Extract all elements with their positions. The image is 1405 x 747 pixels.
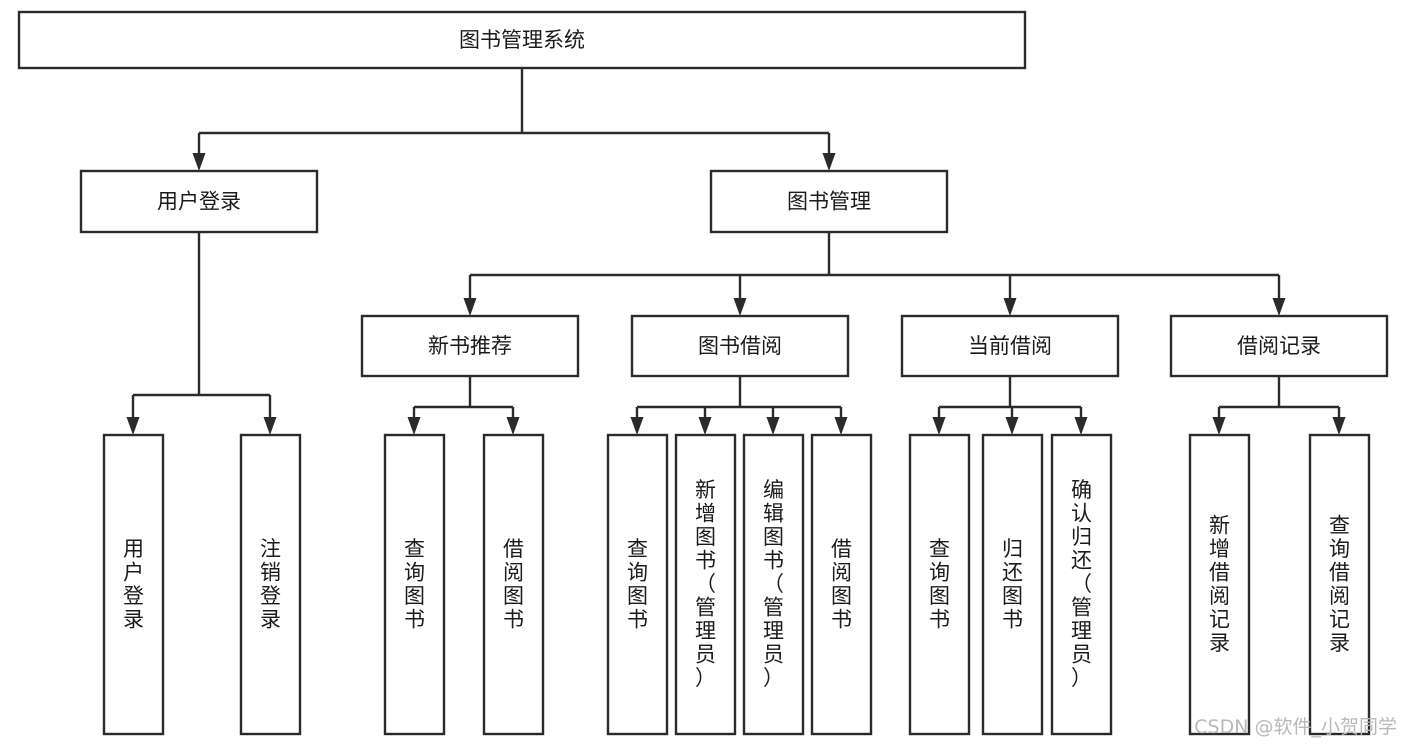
node-box[interactable] — [102, 433, 165, 736]
node-leaf-borrow-add-book[interactable]: 新增图书（管理员） — [674, 433, 737, 736]
node-leaf-current-query-book[interactable]: 查询图书 — [908, 433, 971, 736]
node-box[interactable] — [1188, 433, 1251, 736]
node-label: 借阅图书 — [831, 537, 852, 632]
node-box[interactable] — [630, 314, 850, 378]
node-box[interactable] — [981, 433, 1044, 736]
connector-group-borrow-to-leaves — [630, 376, 848, 435]
connector-group-current-to-leaves — [932, 376, 1088, 435]
node-label: 用户登录 — [157, 190, 241, 214]
node-leaf-current-return-book[interactable]: 归还图书 — [981, 433, 1044, 736]
node-leaf-borrow-edit-book[interactable]: 编辑图书（管理员） — [742, 433, 805, 736]
node-box[interactable] — [239, 433, 302, 736]
node-label: 图书管理系统 — [459, 28, 585, 52]
node-label: 查询图书 — [627, 537, 648, 632]
node-box[interactable] — [360, 314, 580, 378]
connector-arrowhead-icon — [192, 153, 206, 171]
connector-arrowhead-icon — [766, 417, 780, 435]
connector-group-root-to-modules — [192, 68, 836, 171]
node-box[interactable] — [17, 10, 1027, 70]
node-label: 确认归还（管理员） — [1071, 478, 1092, 690]
node-leaf-borrow-query-book[interactable]: 查询图书 — [606, 433, 669, 736]
node-label: 用户登录 — [123, 537, 144, 632]
node-leaf-current-confirm-return[interactable]: 确认归还（管理员） — [1050, 433, 1113, 736]
connector-arrowhead-icon — [932, 417, 946, 435]
node-box[interactable] — [1050, 433, 1113, 736]
node-label: 新增图书（管理员） — [695, 478, 716, 690]
node-leaf-rec-borrow-book[interactable]: 借阅图书 — [482, 433, 545, 736]
node-label: 借阅图书 — [503, 537, 524, 632]
node-box[interactable] — [674, 433, 737, 736]
node-label: 注销登录 — [260, 537, 281, 632]
connector-group-manage-to-submodules — [463, 232, 1286, 316]
node-leaf-borrow-borrow-book[interactable]: 借阅图书 — [810, 433, 873, 736]
connector-arrowhead-icon — [407, 417, 421, 435]
node-current-borrow[interactable]: 当前借阅 — [900, 314, 1120, 378]
node-book-borrow[interactable]: 图书借阅 — [630, 314, 850, 378]
node-leaf-rec-query-book[interactable]: 查询图书 — [383, 433, 446, 736]
node-leaf-record-query[interactable]: 查询借阅记录 — [1308, 433, 1371, 736]
connector-arrowhead-icon — [1212, 417, 1226, 435]
connector-arrowhead-icon — [263, 417, 277, 435]
node-new-book-rec[interactable]: 新书推荐 — [360, 314, 580, 378]
connector-arrowhead-icon — [463, 298, 477, 316]
node-leaf-record-add[interactable]: 新增借阅记录 — [1188, 433, 1251, 736]
node-box[interactable] — [900, 314, 1120, 378]
node-label: 图书借阅 — [698, 334, 782, 358]
node-box[interactable] — [810, 433, 873, 736]
node-box[interactable] — [1308, 433, 1371, 736]
node-label: 编辑图书（管理员） — [763, 478, 784, 690]
connector-arrowhead-icon — [1074, 417, 1088, 435]
node-box[interactable] — [1169, 314, 1389, 378]
connector-group-record-to-leaves — [1212, 376, 1346, 435]
connector-group-login-to-leaves — [126, 232, 277, 435]
node-label: 归还图书 — [1002, 537, 1023, 632]
node-label: 新书推荐 — [428, 334, 512, 358]
node-box[interactable] — [742, 433, 805, 736]
node-box[interactable] — [606, 433, 669, 736]
node-box[interactable] — [383, 433, 446, 736]
connector-arrowhead-icon — [630, 417, 644, 435]
node-label: 借阅记录 — [1237, 334, 1321, 358]
connector-arrowhead-icon — [698, 417, 712, 435]
node-root[interactable]: 图书管理系统 — [17, 10, 1027, 70]
node-user-login[interactable]: 用户登录 — [79, 169, 319, 234]
connector-arrowhead-icon — [1005, 417, 1019, 435]
node-label: 图书管理 — [787, 190, 871, 214]
node-box[interactable] — [908, 433, 971, 736]
connector-arrowhead-icon — [1332, 417, 1346, 435]
connector-arrowhead-icon — [126, 417, 140, 435]
connector-arrowhead-icon — [1003, 298, 1017, 316]
node-box[interactable] — [79, 169, 319, 234]
node-label: 查询借阅记录 — [1329, 513, 1350, 655]
connector-arrowhead-icon — [1272, 298, 1286, 316]
csdn-watermark: CSDN @软件_小贺同学 — [1194, 716, 1397, 738]
connector-group-rec-to-leaves — [407, 376, 520, 435]
connector-arrowhead-icon — [506, 417, 520, 435]
node-label: 当前借阅 — [968, 334, 1052, 358]
connector-arrowhead-icon — [822, 153, 836, 171]
node-label: 新增借阅记录 — [1209, 513, 1230, 655]
node-label: 查询图书 — [404, 537, 425, 632]
connector-layer — [126, 68, 1346, 435]
node-box[interactable] — [482, 433, 545, 736]
connector-arrowhead-icon — [834, 417, 848, 435]
node-box[interactable] — [709, 169, 949, 234]
node-book-manage[interactable]: 图书管理 — [709, 169, 949, 234]
node-label: 查询图书 — [929, 537, 950, 632]
connector-arrowhead-icon — [733, 298, 747, 316]
node-layer: 图书管理系统用户登录图书管理新书推荐图书借阅当前借阅借阅记录用户登录注销登录查询… — [17, 10, 1389, 736]
node-leaf-user-logout[interactable]: 注销登录 — [239, 433, 302, 736]
node-borrow-record[interactable]: 借阅记录 — [1169, 314, 1389, 378]
node-leaf-user-login[interactable]: 用户登录 — [102, 433, 165, 736]
